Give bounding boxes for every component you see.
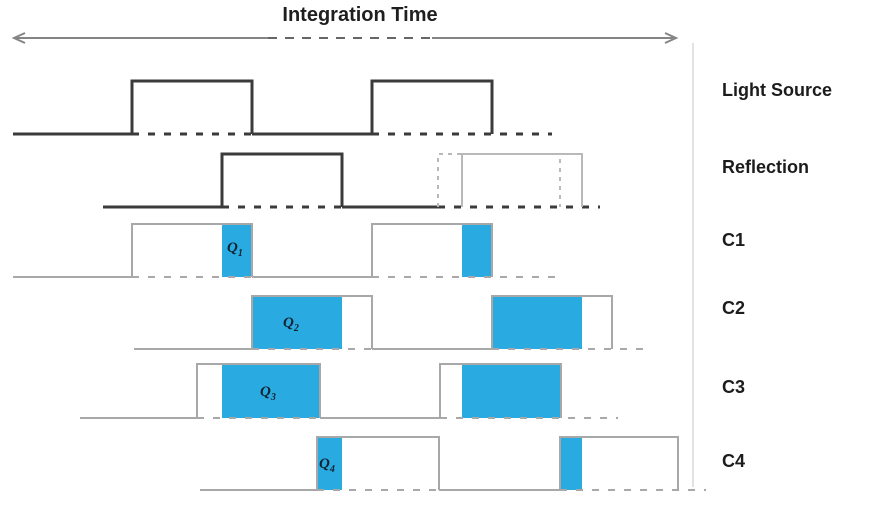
label-light-source: Light Source (722, 80, 833, 100)
arrowhead-left-icon (11, 32, 26, 44)
charge-region-c4-2 (560, 437, 582, 490)
integration-time-arrow (11, 32, 679, 44)
integration-time-label: Integration Time (282, 4, 438, 26)
trace-c3: Q3 (80, 363, 618, 419)
label-c1: C1 (722, 230, 746, 250)
trace-c1: Q1 (13, 223, 558, 278)
trace-light-source (13, 79, 552, 136)
charge-region-c3-2 (462, 364, 561, 418)
trace-reflection (103, 152, 600, 209)
label-c2: C2 (722, 298, 746, 318)
arrowhead-right-icon (664, 32, 679, 44)
trace-c4: Q4 (200, 436, 706, 491)
charge-region-c1-1 (222, 224, 252, 277)
charge-region-c2-1 (252, 296, 342, 349)
charge-region-c1-2 (462, 224, 492, 277)
charge-region-c4-1 (317, 437, 342, 490)
trace-c2: Q2 (134, 295, 648, 350)
label-reflection: Reflection (722, 157, 810, 177)
charge-region-c2-2 (492, 296, 582, 349)
label-c3: C3 (722, 377, 746, 397)
label-c4: C4 (722, 451, 746, 471)
charge-region-c3-1 (222, 364, 320, 418)
